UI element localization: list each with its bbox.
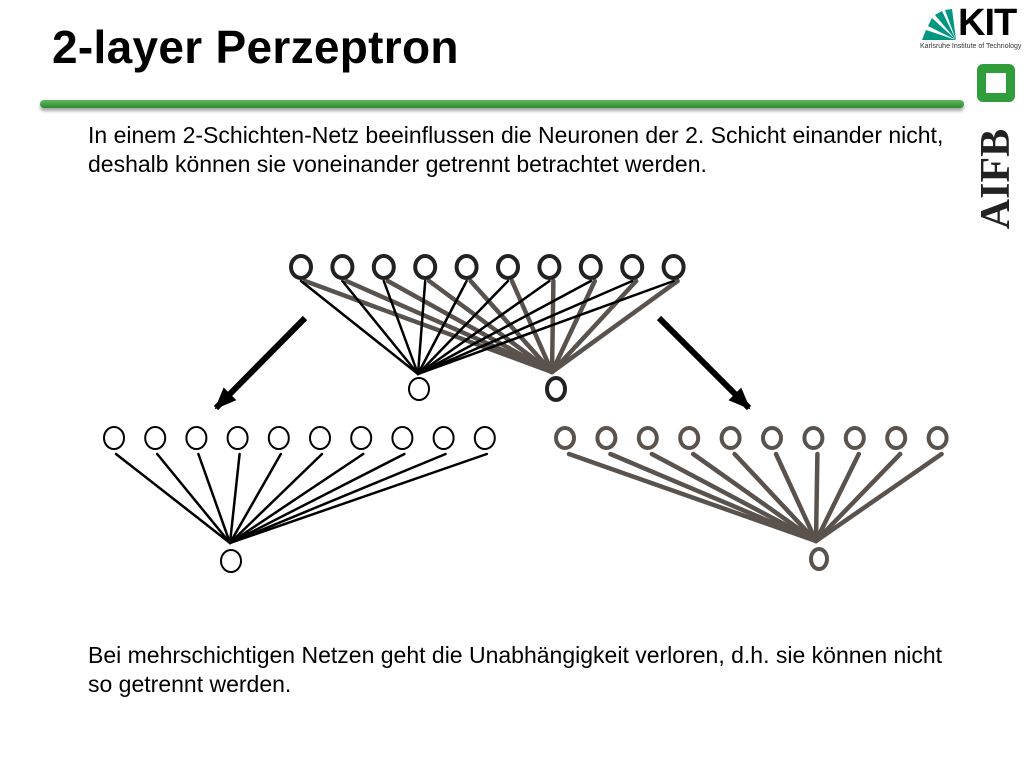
intro-paragraph: In einem 2-Schichten-Netz beeinflussen d… (88, 122, 944, 177)
left-input-neuron-10 (473, 426, 496, 450)
link-input-1-to-output-1 (299, 279, 420, 376)
right-link-6 (773, 451, 819, 544)
left-input-neuron-4 (226, 426, 249, 450)
right-input-neuron-1 (554, 426, 576, 450)
link-input-10-to-output-2 (549, 278, 680, 375)
link-input-5-to-output-1 (416, 279, 468, 376)
right-input-neuron-9 (885, 426, 908, 450)
right-input-neuron-6 (761, 426, 783, 450)
link-input-10-to-output-1 (416, 279, 675, 376)
right-input-neuron-3 (636, 426, 659, 450)
left-link-2 (155, 452, 232, 545)
left-link-9 (228, 452, 447, 545)
input-neuron-2 (330, 254, 355, 280)
left-input-neuron-1 (103, 426, 125, 450)
left-input-neuron-6 (309, 426, 331, 450)
right-input-neuron-2 (595, 426, 618, 450)
output-neuron-2 (545, 376, 567, 402)
conclusion-paragraph: Bei mehrschichtigen Netzen geht die Unab… (88, 642, 943, 697)
aifb-square-icon (977, 64, 1015, 102)
input-neuron-8 (578, 254, 603, 280)
neurons (103, 254, 949, 573)
right-link-4 (690, 451, 819, 544)
right-link-8 (813, 451, 862, 544)
link-input-5-to-output-2 (468, 278, 555, 375)
aifb-logo: AIFB (968, 62, 1024, 234)
link-input-8-to-output-2 (549, 278, 598, 375)
kit-logo: KIT Karlsruhe Institute of Technology (920, 2, 1022, 54)
left-link-4 (228, 452, 241, 545)
right-link-5 (732, 451, 819, 544)
link-input-8-to-output-1 (416, 279, 593, 376)
arrow-right (656, 315, 752, 411)
left-link-6 (228, 452, 324, 545)
left-link-7 (228, 452, 365, 545)
link-input-9-to-output-1 (416, 279, 634, 376)
connection-links (114, 278, 944, 545)
link-input-6-to-output-1 (416, 279, 510, 376)
input-neuron-7 (537, 254, 562, 280)
left-link-10 (228, 452, 489, 545)
kit-fan-icon (922, 9, 956, 40)
link-input-6-to-output-2 (509, 278, 555, 375)
right-output-neuron (809, 547, 829, 571)
link-input-2-to-output-1 (341, 279, 420, 376)
link-input-3-to-output-2 (385, 278, 555, 375)
left-input-neuron-7 (350, 426, 373, 450)
input-neuron-3 (371, 254, 396, 280)
right-input-neuron-8 (843, 426, 866, 450)
input-neuron-5 (454, 254, 479, 280)
right-link-7 (813, 451, 820, 544)
link-input-4-to-output-1 (416, 279, 427, 376)
left-link-8 (228, 452, 406, 545)
right-link-1 (566, 451, 819, 544)
output-neuron-1 (408, 377, 430, 401)
input-neuron-4 (413, 254, 438, 280)
title-divider (40, 100, 964, 108)
input-neuron-1 (289, 254, 313, 280)
left-input-neuron-8 (391, 426, 414, 450)
left-input-neuron-5 (267, 426, 290, 450)
link-input-2-to-output-2 (344, 278, 555, 375)
input-neuron-6 (496, 254, 520, 280)
kit-logo-text: KIT (958, 2, 1017, 44)
kit-logo-subtitle: Karlsruhe Institute of Technology (920, 43, 1022, 50)
left-link-3 (197, 452, 232, 545)
left-output-neuron (220, 549, 242, 573)
link-input-3-to-output-1 (382, 279, 420, 376)
right-link-10 (813, 451, 944, 544)
right-input-neuron-5 (719, 426, 742, 450)
link-input-4-to-output-2 (426, 278, 555, 375)
left-input-neuron-2 (144, 426, 167, 450)
left-link-1 (114, 452, 232, 545)
left-link-5 (228, 452, 283, 545)
left-input-neuron-9 (432, 426, 455, 450)
slide-title: 2-layer Perzeptron (52, 21, 459, 73)
input-neuron-10 (661, 254, 686, 280)
right-link-2 (608, 451, 819, 544)
link-input-1-to-output-2 (302, 278, 555, 375)
right-input-neuron-10 (926, 426, 949, 450)
left-input-neuron-3 (185, 426, 208, 450)
right-link-3 (649, 451, 819, 544)
split-arrows (213, 315, 752, 411)
right-input-neuron-4 (678, 426, 701, 450)
link-input-7-to-output-1 (416, 279, 551, 376)
right-link-9 (813, 451, 903, 544)
input-neuron-9 (620, 254, 645, 280)
right-input-neuron-7 (802, 426, 825, 450)
link-input-9-to-output-2 (549, 278, 639, 375)
link-input-7-to-output-2 (549, 278, 556, 375)
arrow-left (213, 315, 308, 411)
